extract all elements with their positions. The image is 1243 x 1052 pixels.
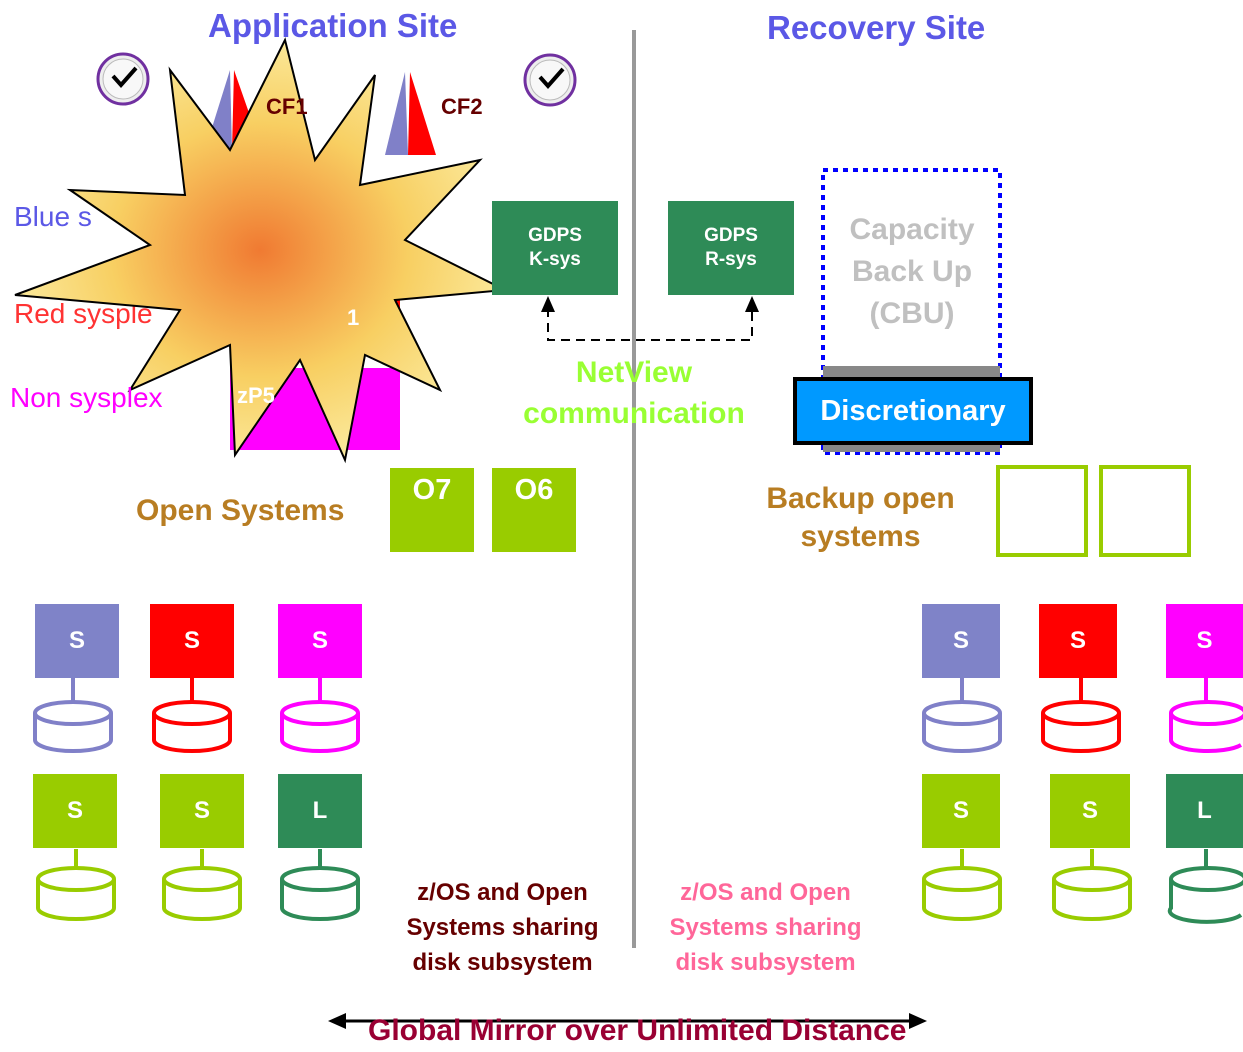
disk-label-l-rec: L bbox=[1166, 774, 1243, 848]
backup-open-line1: Backup open bbox=[766, 482, 955, 515]
sharing-note-app-line3: disk subsystem bbox=[412, 949, 593, 976]
sharing-note-app-line2: Systems sharing bbox=[406, 914, 599, 941]
netview-label: NetView communication bbox=[493, 352, 775, 434]
disk-label-s-green: S bbox=[33, 774, 117, 848]
clock-icon-left bbox=[96, 52, 150, 106]
sharing-note-rec-line1: z/OS and Open bbox=[680, 879, 851, 906]
cbu-line1: Capacity bbox=[849, 213, 975, 246]
sharing-note-rec-line2: Systems sharing bbox=[669, 914, 862, 941]
open-system-o6: O6 bbox=[492, 468, 576, 552]
disk-label-s-blue: S bbox=[35, 604, 119, 678]
open-system-o7: O7 bbox=[390, 468, 474, 552]
sharing-note-rec-line3: disk subsystem bbox=[675, 949, 856, 976]
cf1-label: CF1 bbox=[266, 94, 308, 119]
backup-open-line2: systems bbox=[800, 520, 921, 553]
gdps-k-sys-line1: GDPS bbox=[528, 225, 582, 246]
cbu-label: Capacity Back Up (CBU) bbox=[826, 209, 998, 335]
gdps-k-sys: GDPS K-sys bbox=[492, 201, 618, 295]
disk-label-s-red-rec: S bbox=[1039, 604, 1117, 678]
discretionary-box: Discretionary bbox=[793, 377, 1033, 445]
cf2-label: CF2 bbox=[441, 94, 483, 119]
sharing-note-app: z/OS and Open Systems sharing disk subsy… bbox=[380, 875, 625, 980]
global-mirror-arrow bbox=[328, 1013, 927, 1029]
red-system-label: 1 bbox=[347, 305, 360, 330]
sharing-note-recovery: z/OS and Open Systems sharing disk subsy… bbox=[643, 875, 888, 980]
disk-label-s-blue-rec: S bbox=[922, 604, 1000, 678]
netview-line2: communication bbox=[523, 397, 745, 430]
clock-icon-right bbox=[523, 53, 577, 107]
gdps-r-sys-line2: R-sys bbox=[705, 249, 757, 270]
disk-cylinder bbox=[33, 677, 1243, 924]
backup-open-box-1 bbox=[996, 465, 1088, 557]
disk-label-s-red: S bbox=[150, 604, 234, 678]
backup-open-label: Backup open systems bbox=[748, 480, 973, 556]
disk-label-s-green-rec: S bbox=[922, 774, 1000, 848]
global-mirror-label: Global Mirror over Unlimited Distance bbox=[368, 1014, 907, 1047]
open-systems-label: Open Systems bbox=[136, 494, 345, 527]
recovery-site-title: Recovery Site bbox=[767, 9, 986, 46]
cf2-red-triangle bbox=[408, 72, 436, 155]
non-sysplex-label: Non sysplex bbox=[10, 382, 163, 413]
disk-label-l: L bbox=[278, 774, 362, 848]
zp5-label: zP5 bbox=[237, 383, 275, 408]
cbu-line2: Back Up bbox=[851, 255, 973, 288]
cf2-blue-triangle bbox=[385, 72, 408, 155]
backup-open-box-2 bbox=[1099, 465, 1191, 557]
sharing-note-app-line1: z/OS and Open bbox=[417, 879, 588, 906]
gdps-k-sys-line2: K-sys bbox=[529, 249, 581, 270]
gdps-r-sys-line1: GDPS bbox=[704, 225, 758, 246]
disk-label-s-green: S bbox=[160, 774, 244, 848]
netview-line1: NetView bbox=[575, 356, 693, 389]
explosion-burst bbox=[14, 37, 509, 464]
disk-label-s-green-rec: S bbox=[1050, 774, 1130, 848]
disk-label-s-magenta-rec: S bbox=[1166, 604, 1243, 678]
disk-label-s-magenta: S bbox=[278, 604, 362, 678]
application-site-title: Application Site bbox=[208, 7, 458, 44]
netview-link bbox=[541, 296, 759, 341]
gdps-r-sys: GDPS R-sys bbox=[668, 201, 794, 295]
cbu-line3: (CBU) bbox=[869, 297, 955, 330]
